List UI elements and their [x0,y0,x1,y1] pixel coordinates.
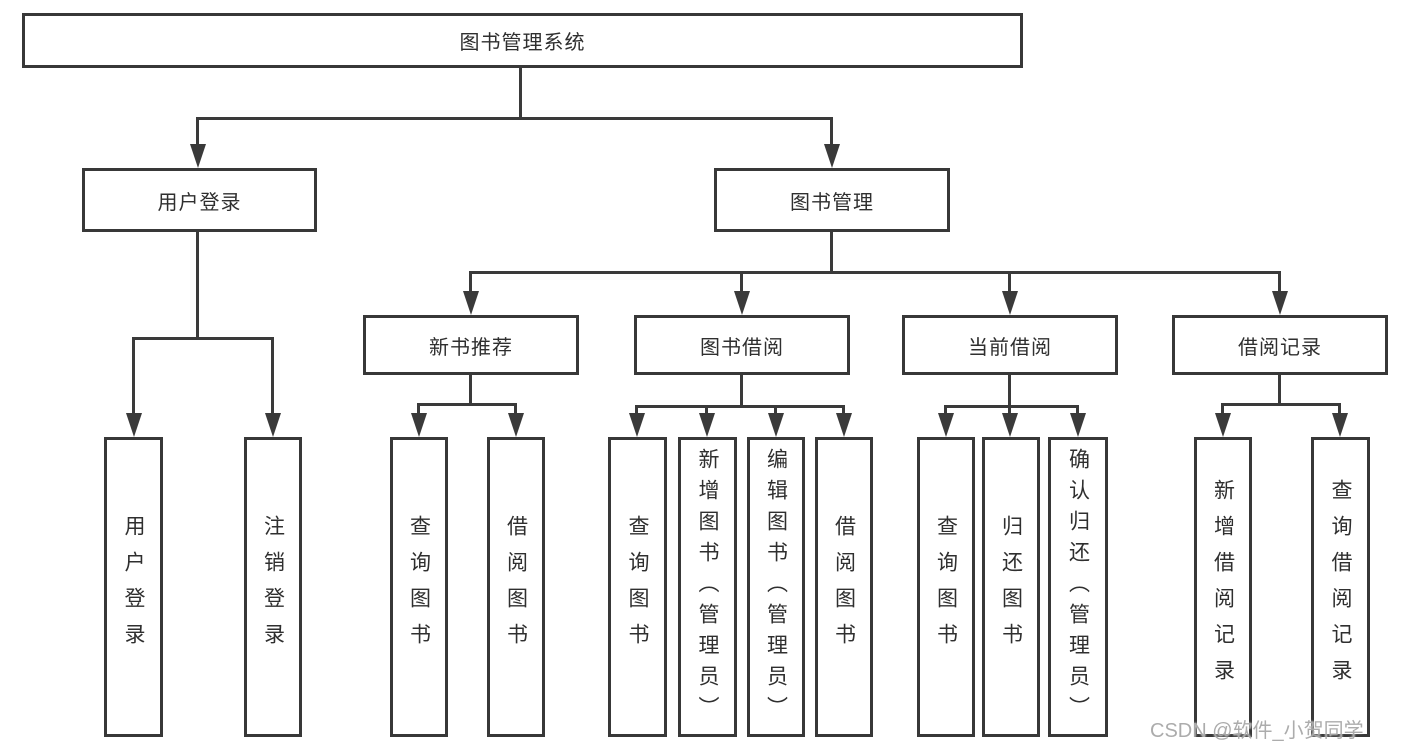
connector-line [514,404,517,415]
connector-line [469,375,472,404]
arrowhead-down-icon [734,291,750,315]
arrowhead-down-icon [508,413,524,437]
node-label: 借阅记录 [1238,336,1322,359]
connector-line [271,338,274,415]
node-new-book-recommend: 新书推荐 [363,315,579,375]
connector-line [830,232,833,272]
arrowhead-down-icon [629,413,645,437]
leaf-confirm-return-admin: 确认归还（管理员） [1048,437,1108,737]
arrowhead-down-icon [836,413,852,437]
leaf-label: 借阅图书 [504,515,528,659]
connector-line [196,118,199,146]
connector-line [1008,406,1011,415]
arrowhead-down-icon [1070,413,1086,437]
connector-line [635,405,845,408]
leaf-recommend-query-books: 查询图书 [390,437,448,737]
arrowhead-down-icon [1332,413,1348,437]
node-label: 当前借阅 [968,336,1052,359]
leaf-label: 新增图书（管理员） [696,447,719,727]
leaf-label: 查询图书 [626,515,649,659]
connector-line [417,403,517,406]
leaf-label: 确认归还（管理员） [1066,447,1090,727]
leaf-label: 新增借阅记录 [1211,479,1235,695]
connector-line [469,271,1281,274]
leaf-label: 查询图书 [407,515,431,659]
connector-line [774,406,777,415]
leaf-label: 查询借阅记录 [1329,479,1352,695]
node-label: 图书借阅 [700,336,784,359]
connector-line [944,406,947,415]
leaf-logout: 注销登录 [244,437,302,737]
leaf-current-query-books: 查询图书 [917,437,975,737]
leaf-label: 用户登录 [122,515,145,659]
connector-line [1278,272,1281,293]
connector-line [740,272,743,293]
leaf-label: 编辑图书（管理员） [764,447,788,727]
connector-line [1076,406,1079,415]
node-book-borrow: 图书借阅 [634,315,850,375]
connector-line [469,272,472,293]
arrowhead-down-icon [1215,413,1231,437]
leaf-label: 查询图书 [934,515,958,659]
connector-line [132,337,274,340]
connector-line [196,117,833,120]
arrowhead-down-icon [1272,291,1288,315]
leaf-recommend-borrow-books: 借阅图书 [487,437,545,737]
connector-line [1338,404,1341,415]
node-user-login: 用户登录 [82,168,317,232]
connector-line [1221,403,1341,406]
node-label: 新书推荐 [429,336,513,359]
node-library-system: 图书管理系统 [22,13,1023,68]
arrowhead-down-icon [824,144,840,168]
arrowhead-down-icon [126,413,142,437]
leaf-return-books: 归还图书 [982,437,1040,737]
node-book-management: 图书管理 [714,168,950,232]
node-label: 用户登录 [157,191,242,214]
leaf-query-borrow-record: 查询借阅记录 [1311,437,1370,737]
leaf-label: 借阅图书 [832,515,856,659]
connector-line [132,338,135,415]
leaf-edit-books-admin: 编辑图书（管理员） [747,437,805,737]
arrowhead-down-icon [463,291,479,315]
connector-line [740,375,743,406]
arrowhead-down-icon [411,413,427,437]
arrowhead-down-icon [938,413,954,437]
leaf-user-login: 用户登录 [104,437,163,737]
watermark: CSDN @软件_小贺同学 [1150,720,1364,742]
arrowhead-down-icon [1002,413,1018,437]
connector-line [519,68,522,118]
connector-line [1221,404,1224,415]
leaf-borrow-query-books: 查询图书 [608,437,667,737]
connector-line [635,406,638,415]
arrowhead-down-icon [768,413,784,437]
node-label: 图书管理 [790,191,874,214]
connector-line [1008,272,1011,293]
leaf-label: 归还图书 [999,515,1023,659]
node-label: 图书管理系统 [459,32,586,54]
leaf-add-books-admin: 新增图书（管理员） [678,437,737,737]
connector-line [830,118,833,146]
arrowhead-down-icon [265,413,281,437]
node-borrow-records: 借阅记录 [1172,315,1388,375]
leaf-add-borrow-record: 新增借阅记录 [1194,437,1252,737]
connector-line [196,232,199,338]
connector-line [417,404,420,415]
node-current-borrow: 当前借阅 [902,315,1118,375]
connector-line [1278,375,1281,404]
connector-line [842,406,845,415]
arrowhead-down-icon [190,144,206,168]
leaf-label: 注销登录 [261,515,285,659]
arrowhead-down-icon [699,413,715,437]
connector-line [1008,375,1011,406]
arrowhead-down-icon [1002,291,1018,315]
connector-line [705,406,708,415]
leaf-borrow-books: 借阅图书 [815,437,873,737]
connector-line [944,405,1079,408]
